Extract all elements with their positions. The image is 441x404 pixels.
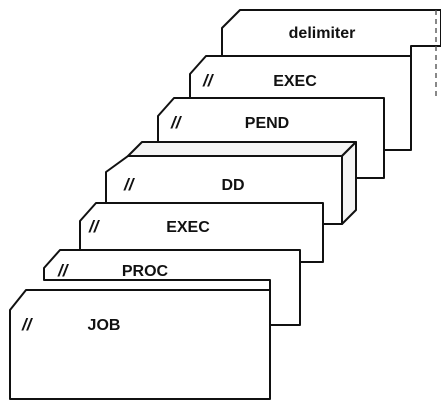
card-job: // JOB — [9, 289, 271, 400]
card-label-exec-1: EXEC — [166, 219, 210, 236]
card-proc: // PROC — [43, 249, 301, 326]
card-label-exec-2: EXEC — [273, 73, 317, 90]
card-slash-proc: // — [57, 261, 70, 280]
card-slash-pend: // — [170, 113, 183, 132]
card-label-pend: PEND — [245, 115, 289, 132]
card-slash-dd: // — [123, 175, 136, 194]
card-slash-exec-2: // — [202, 71, 215, 90]
card-label-proc: PROC — [122, 263, 169, 280]
card-label-job: JOB — [88, 317, 121, 334]
card-slash-exec-1: // — [88, 217, 101, 236]
card-label-delimiter: delimiter — [289, 25, 356, 42]
card-label-dd: DD — [221, 177, 244, 194]
card-slash-job: // — [21, 315, 34, 334]
